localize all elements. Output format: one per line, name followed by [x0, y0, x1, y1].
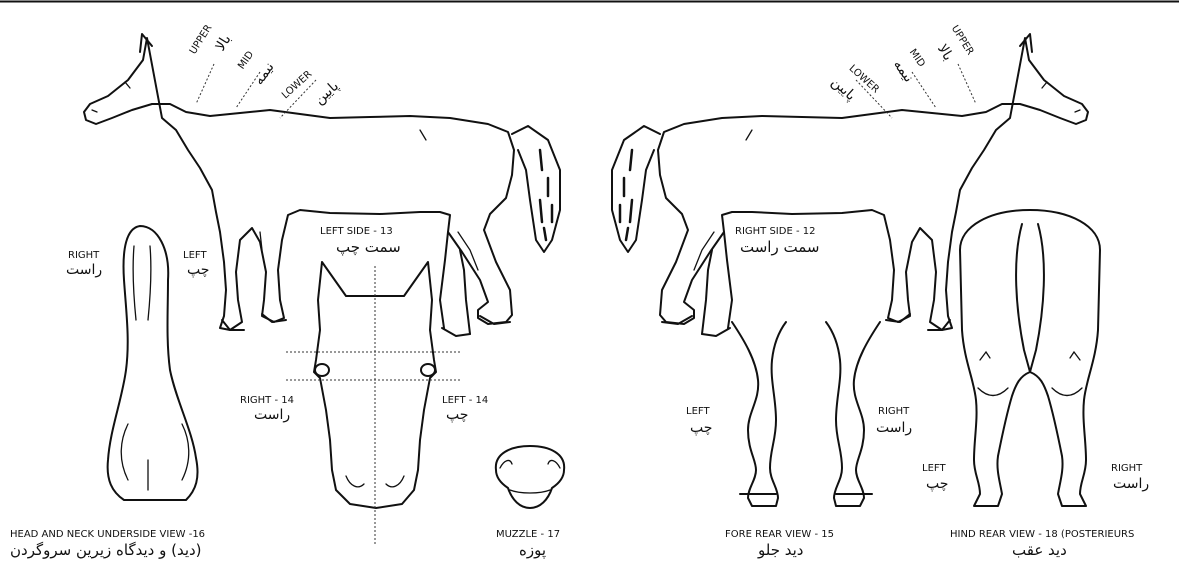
hind-view-caption-fa: دید عقب [1012, 542, 1067, 558]
face-left-label-fa: چپ [446, 407, 468, 423]
neck-view-caption-fa: (دید) و دیدگاه زیرین سروگردن [10, 542, 202, 558]
neck-left-label: LEFT [183, 250, 207, 262]
neck-right-label: RIGHT [68, 250, 99, 262]
fore-view-caption-fa: دید جلو [758, 542, 803, 558]
upper-divider-left [196, 64, 214, 104]
fore-right-label: RIGHT [878, 406, 909, 418]
neck-underside-icon [108, 226, 198, 500]
hind-legs-rear-icon [960, 210, 1100, 506]
horse-left-profile-icon [84, 34, 560, 336]
hind-view-caption: HIND REAR VIEW - 18 (POSTERIEURS [950, 529, 1134, 541]
fore-view-caption: FORE REAR VIEW - 15 [725, 529, 834, 541]
muzzle-caption-fa: پوزه [519, 542, 546, 558]
fore-left-label: LEFT [686, 406, 710, 418]
hind-right-label: RIGHT [1111, 463, 1142, 475]
horse-face-front-icon [286, 262, 460, 546]
hind-right-label-fa: راست [1113, 476, 1149, 492]
face-left-label: LEFT - 14 [442, 395, 488, 407]
fore-left-label-fa: چپ [690, 420, 712, 436]
fore-legs-rear-icon [732, 322, 880, 506]
left-side-caption: LEFT SIDE - 13 [320, 226, 393, 238]
right-side-caption-fa: سمت راست [740, 239, 819, 255]
right-side-caption: RIGHT SIDE - 12 [735, 226, 815, 238]
left-side-caption-fa: سمت چپ [336, 239, 401, 255]
face-right-label-fa: راست [254, 407, 290, 423]
neck-right-label-fa: راست [66, 262, 102, 278]
muzzle-caption: MUZZLE - 17 [496, 529, 560, 541]
fore-right-label-fa: راست [876, 420, 912, 436]
neck-view-caption: HEAD AND NECK UNDERSIDE VIEW -16 [10, 529, 205, 541]
neck-left-label-fa: چپ [187, 262, 209, 278]
face-right-label: RIGHT - 14 [240, 395, 294, 407]
hind-left-label-fa: چپ [926, 476, 948, 492]
hind-left-label: LEFT [922, 463, 946, 475]
horse-muzzle-icon [496, 446, 564, 508]
